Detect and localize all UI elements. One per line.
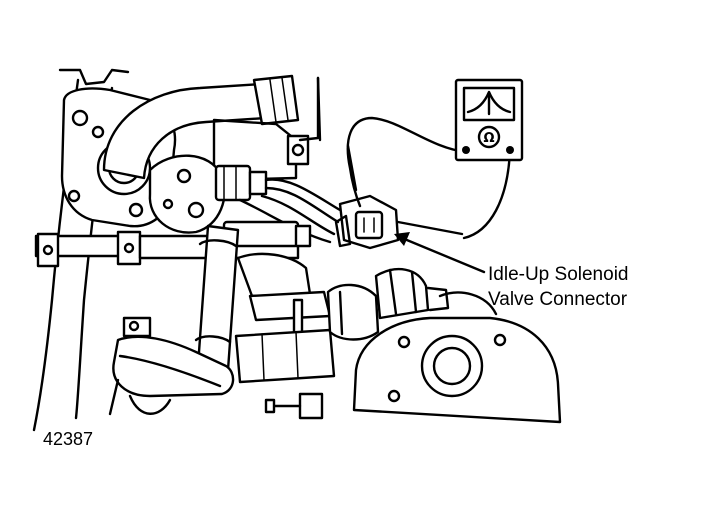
solenoid-body	[326, 268, 450, 341]
sensor-body	[214, 164, 268, 202]
callout-label-line2: Valve Connector	[488, 289, 628, 310]
meter-ohm-symbol: Ω	[483, 131, 494, 146]
multimeter	[454, 78, 524, 162]
lower-clamp	[108, 316, 235, 416]
figure-number: 42387	[43, 429, 94, 449]
callout-label-line1: Idle-Up Solenoid	[488, 264, 629, 285]
lower-assembly	[234, 252, 336, 420]
upper-pipe-block	[212, 76, 322, 182]
valve-cluster	[148, 154, 226, 234]
top-pipe-stub	[298, 76, 320, 142]
solenoid-valve-connector	[334, 194, 400, 250]
callout-arrow	[394, 232, 486, 274]
test-leads	[346, 116, 512, 240]
right-lower-housing	[352, 291, 562, 424]
upper-curved-hose	[102, 74, 300, 180]
